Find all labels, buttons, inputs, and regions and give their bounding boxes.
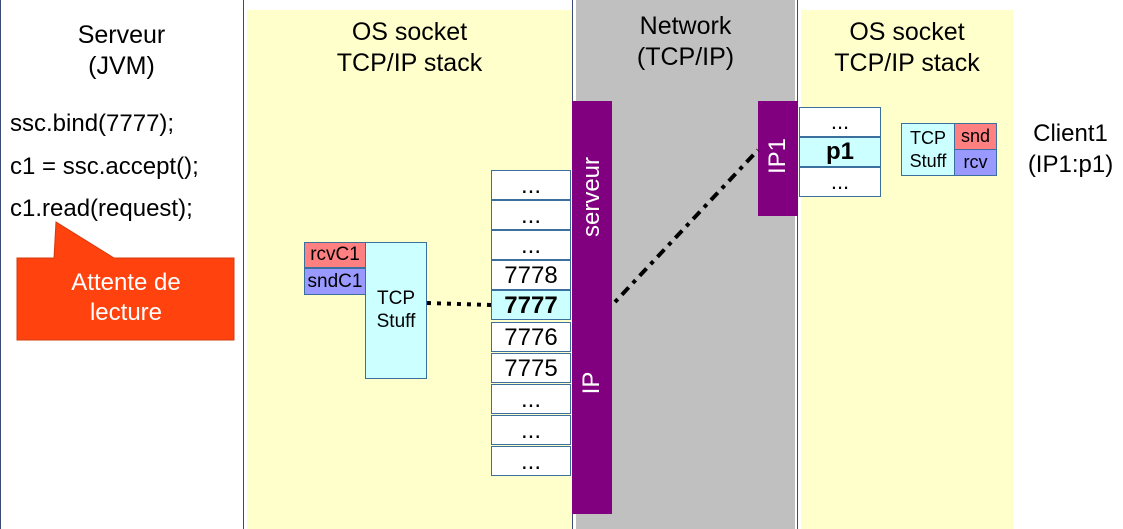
server-ip-bar bbox=[572, 101, 612, 514]
callout-shape bbox=[16, 221, 235, 341]
client-buffer-rcv: rcv bbox=[954, 149, 997, 176]
server-os-title-line2: TCP/IP stack bbox=[336, 49, 483, 77]
client-os-title-line1: OS socket bbox=[849, 18, 965, 46]
network-title: Network (TCP/IP) bbox=[576, 11, 795, 73]
client-title-line1: Client1 bbox=[1033, 120, 1108, 147]
client-buffer-snd: snd bbox=[954, 123, 997, 150]
server-title-line1: Serveur bbox=[77, 21, 166, 49]
server-port-cell: ... bbox=[491, 384, 571, 414]
server-to-client-connection bbox=[613, 148, 760, 304]
callout-line1: Attente de bbox=[71, 269, 181, 296]
divider-server bbox=[243, 0, 244, 529]
client-port-cell-highlighted: p1 bbox=[799, 137, 881, 167]
server-title: Serveur (JVM) bbox=[0, 20, 243, 82]
server-tcp-stuff: TCP Stuff bbox=[365, 242, 427, 379]
client-os-title-line2: TCP/IP stack bbox=[834, 49, 980, 77]
buffer-rcv-c1: rcvC1 bbox=[304, 242, 366, 268]
server-port-cell: 7776 bbox=[491, 322, 571, 352]
client-title-line2: (IP1:p1) bbox=[1027, 151, 1114, 178]
server-port-cell: 7775 bbox=[491, 353, 571, 383]
server-port-cell: ... bbox=[491, 415, 571, 445]
divider-network-right bbox=[797, 0, 798, 529]
server-port-cell: ... bbox=[491, 170, 571, 200]
network-title-line1: Network bbox=[639, 12, 732, 40]
server-os-title: OS socket TCP/IP stack bbox=[247, 17, 572, 79]
callout-text: Attente de lecture bbox=[17, 268, 235, 328]
server-tcp-line2: Stuff bbox=[376, 311, 416, 332]
network-panel bbox=[576, 0, 795, 529]
server-code-line-1: ssc.bind(7777); bbox=[10, 110, 175, 137]
server-os-title-line1: OS socket bbox=[351, 18, 468, 46]
network-title-line2: (TCP/IP) bbox=[636, 43, 735, 71]
tcp-to-port-connection bbox=[426, 301, 492, 307]
client-tcp-line1: TCP bbox=[910, 128, 946, 148]
client-port-cell: ... bbox=[799, 167, 881, 197]
client-ip-bar bbox=[758, 101, 798, 216]
server-port-cell-highlighted: 7777 bbox=[491, 290, 571, 320]
server-port-cell: ... bbox=[491, 230, 571, 260]
server-port-cell: 7778 bbox=[491, 260, 571, 290]
client-port-cell: ... bbox=[799, 107, 881, 137]
client-title: Client1 (IP1:p1) bbox=[1018, 118, 1123, 180]
server-port-cell: ... bbox=[491, 200, 571, 230]
server-code-line-2: c1 = ssc.accept(); bbox=[10, 153, 199, 180]
client-tcp-line2: Stuff bbox=[909, 151, 947, 171]
client-os-panel bbox=[801, 10, 1013, 529]
server-code-line-3: c1.read(request); bbox=[10, 195, 193, 222]
client-os-title: OS socket TCP/IP stack bbox=[801, 17, 1013, 79]
client-tcp-stuff: TCP Stuff bbox=[901, 123, 955, 176]
callout-line2: lecture bbox=[89, 299, 163, 326]
server-port-cell: ... bbox=[491, 446, 571, 476]
server-tcp-line1: TCP bbox=[377, 288, 415, 309]
server-title-line2: (JVM) bbox=[88, 52, 155, 80]
